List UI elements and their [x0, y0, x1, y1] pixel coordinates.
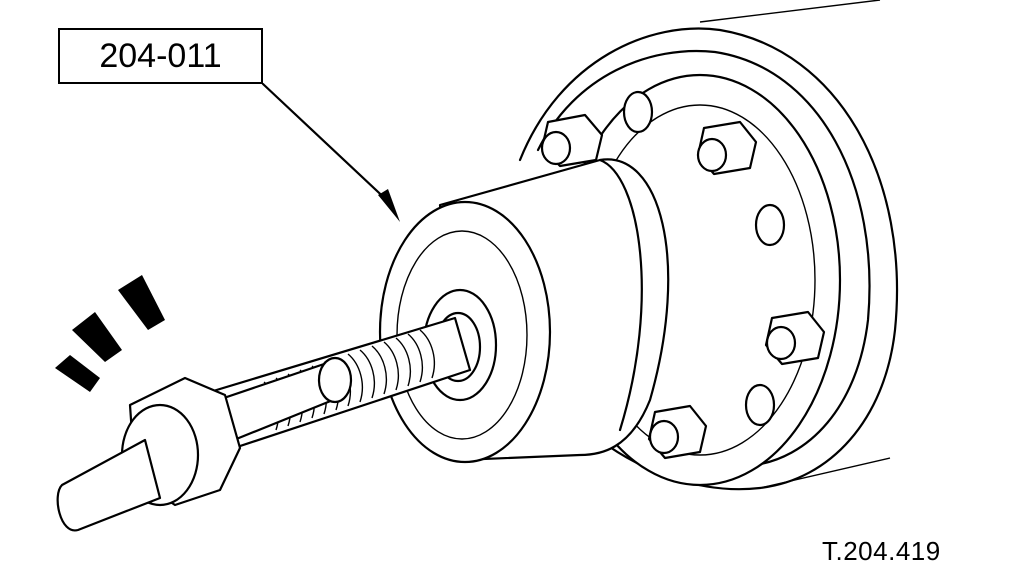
wheel-nuts: [540, 113, 826, 460]
figure-reference: T.204.419: [822, 536, 941, 566]
wheel-nut-top-right: [696, 120, 758, 176]
rotation-direction-marks: [55, 275, 165, 392]
tommy-bar: [210, 356, 353, 446]
hex-drive-head: [56, 376, 242, 532]
leader-line: [261, 82, 400, 222]
puller-body: [378, 158, 670, 464]
flange-bolt-holes: [622, 90, 786, 427]
wheel-nut-right: [764, 310, 826, 366]
wheel-nut-top-left: [540, 113, 604, 168]
wheel-nut-bottom: [647, 404, 708, 460]
tool-number-label: 204-011: [58, 28, 263, 84]
